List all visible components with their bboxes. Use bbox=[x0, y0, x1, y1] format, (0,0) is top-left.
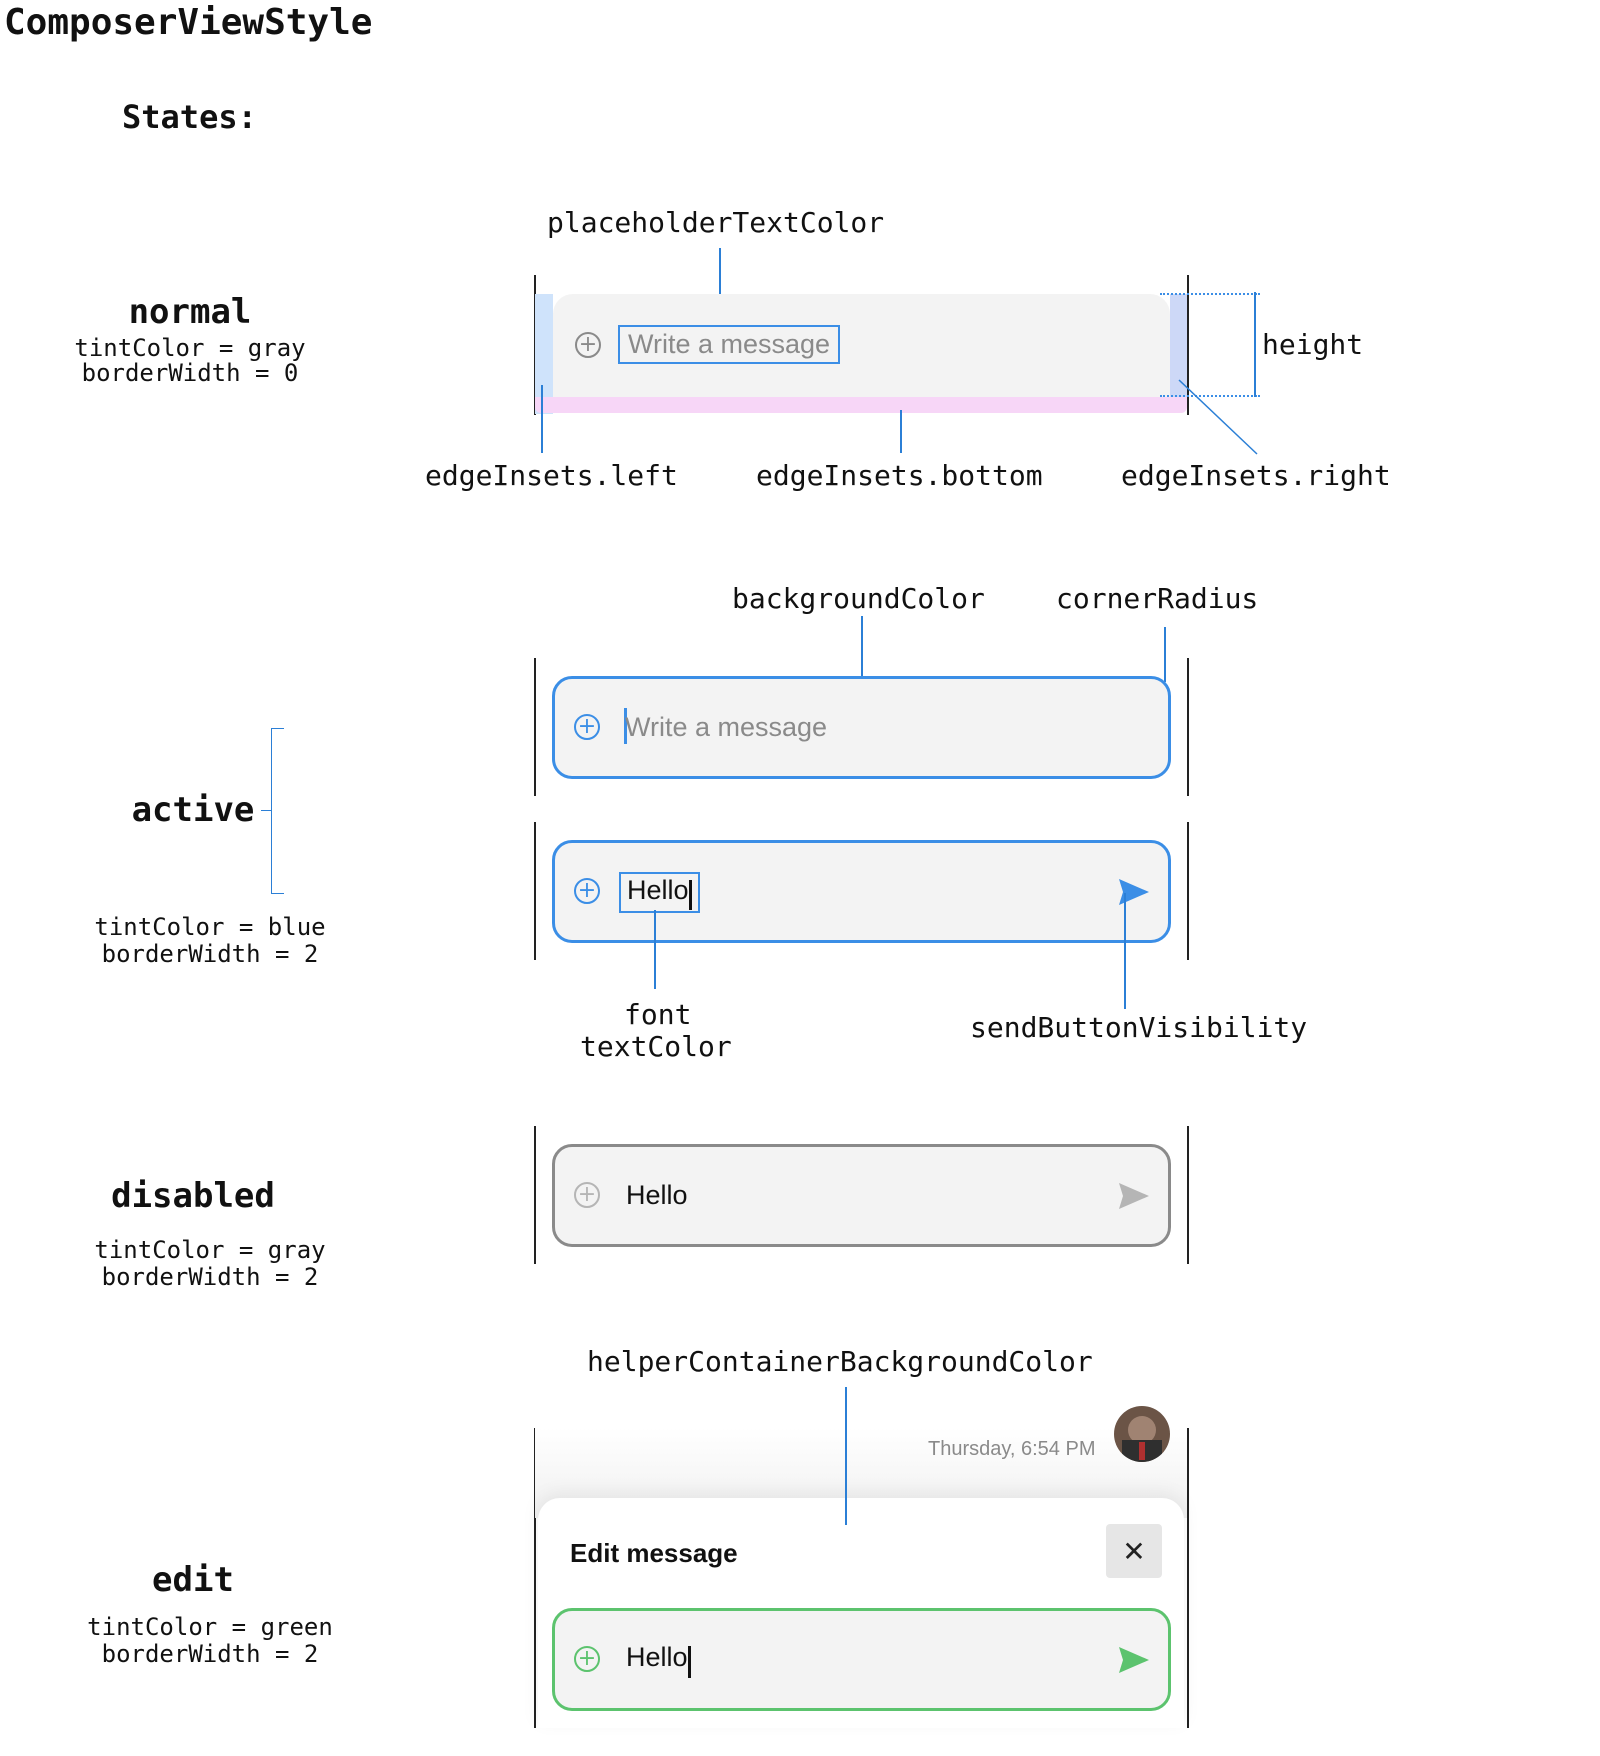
composer-text: Hello bbox=[627, 875, 689, 905]
composer-edit[interactable]: + Hello bbox=[552, 1608, 1171, 1711]
guide-line bbox=[1187, 822, 1189, 960]
send-arrow-icon[interactable] bbox=[1117, 877, 1151, 907]
guide-line bbox=[1187, 658, 1189, 796]
callout-send-button-visibility: sendButtonVisibility bbox=[970, 1011, 1308, 1044]
composer-disabled: + Hello bbox=[552, 1144, 1171, 1247]
state-edit-tint: tintColor = green bbox=[87, 1613, 333, 1641]
states-heading: States: bbox=[122, 98, 257, 136]
callout-edge-insets-left: edgeInsets.left bbox=[425, 459, 678, 492]
callout-font: font bbox=[624, 998, 692, 1031]
callout-corner-radius: cornerRadius bbox=[1056, 582, 1259, 615]
leader-line bbox=[719, 248, 721, 325]
state-disabled-tint: tintColor = gray bbox=[94, 1236, 326, 1264]
height-guide-bottom bbox=[1160, 395, 1260, 397]
state-normal-tint: tintColor = gray bbox=[74, 334, 306, 362]
guide-line bbox=[1187, 1126, 1189, 1264]
callout-helper-container-background-color: helperContainerBackgroundColor bbox=[587, 1345, 1093, 1378]
placeholder-highlight: Write a message bbox=[618, 325, 841, 364]
guide-line bbox=[534, 822, 536, 960]
guide-line bbox=[534, 658, 536, 796]
composer-active-empty[interactable]: + Write a message bbox=[552, 676, 1171, 779]
callout-height: height bbox=[1262, 328, 1364, 361]
active-bracket-tick bbox=[261, 810, 272, 811]
leader-line bbox=[1164, 627, 1166, 682]
guide-line bbox=[1187, 275, 1189, 415]
edge-inset-left-region bbox=[535, 294, 553, 414]
edit-panel-title: Edit message bbox=[570, 1538, 738, 1568]
leader-line bbox=[541, 385, 543, 453]
text-cursor bbox=[624, 708, 627, 744]
text-cursor bbox=[688, 879, 692, 910]
diagram-title: ComposerViewStyle bbox=[4, 2, 373, 43]
guide-line bbox=[534, 275, 536, 415]
send-arrow-icon[interactable] bbox=[1117, 1645, 1151, 1675]
plus-circle-icon[interactable]: + bbox=[574, 1646, 600, 1672]
edge-inset-right-region bbox=[1170, 294, 1187, 397]
height-guide-top bbox=[1160, 293, 1260, 295]
callout-edge-insets-bottom: edgeInsets.bottom bbox=[756, 459, 1043, 492]
leader-line bbox=[1124, 893, 1126, 1009]
composer-normal[interactable]: + Write a message bbox=[553, 294, 1170, 397]
composer-text[interactable]: Hello bbox=[626, 1642, 688, 1672]
plus-circle-icon: + bbox=[574, 1182, 600, 1208]
composer-placeholder[interactable]: Write a message bbox=[625, 712, 828, 742]
plus-circle-icon[interactable]: + bbox=[574, 878, 600, 904]
plus-circle-icon[interactable]: + bbox=[575, 332, 601, 358]
callout-placeholder-text-color: placeholderTextColor bbox=[547, 206, 885, 239]
leader-line bbox=[900, 410, 902, 453]
leader-line bbox=[1178, 379, 1258, 455]
active-bracket bbox=[271, 728, 284, 894]
guide-line bbox=[534, 1126, 536, 1264]
message-timestamp: Thursday, 6:54 PM bbox=[928, 1438, 1096, 1460]
composer-text-wrap: Hello bbox=[626, 1642, 691, 1678]
composer-active-text[interactable]: + Hello bbox=[552, 840, 1171, 943]
composer-placeholder: Write a message bbox=[628, 329, 831, 359]
callout-background-color: backgroundColor bbox=[732, 582, 985, 615]
state-normal-border: borderWidth = 0 bbox=[81, 359, 299, 387]
callout-edge-insets-right: edgeInsets.right bbox=[1121, 459, 1391, 492]
leader-line bbox=[845, 1387, 847, 1525]
leader-line bbox=[861, 616, 863, 693]
leader-line bbox=[654, 910, 656, 989]
state-active-border: borderWidth = 2 bbox=[101, 940, 319, 968]
avatar bbox=[1114, 1406, 1170, 1462]
edge-inset-bottom-region bbox=[535, 397, 1187, 413]
state-disabled-border: borderWidth = 2 bbox=[101, 1263, 319, 1291]
state-edit-name: edit bbox=[152, 1560, 234, 1600]
height-bracket bbox=[1254, 292, 1256, 397]
state-normal-name: normal bbox=[128, 292, 252, 332]
send-arrow-icon bbox=[1117, 1181, 1151, 1211]
text-cursor bbox=[687, 1645, 691, 1678]
callout-text-color: textColor bbox=[580, 1030, 732, 1063]
close-icon[interactable]: ✕ bbox=[1106, 1524, 1162, 1578]
state-edit-border: borderWidth = 2 bbox=[101, 1640, 319, 1668]
state-active-name: active bbox=[131, 790, 255, 830]
text-highlight: Hello bbox=[619, 872, 700, 913]
guide-line bbox=[1187, 1428, 1189, 1728]
state-active-tint: tintColor = blue bbox=[94, 913, 326, 941]
state-disabled-name: disabled bbox=[111, 1176, 275, 1216]
plus-circle-icon[interactable]: + bbox=[574, 714, 600, 740]
composer-text: Hello bbox=[626, 1180, 688, 1210]
guide-line bbox=[534, 1428, 536, 1728]
